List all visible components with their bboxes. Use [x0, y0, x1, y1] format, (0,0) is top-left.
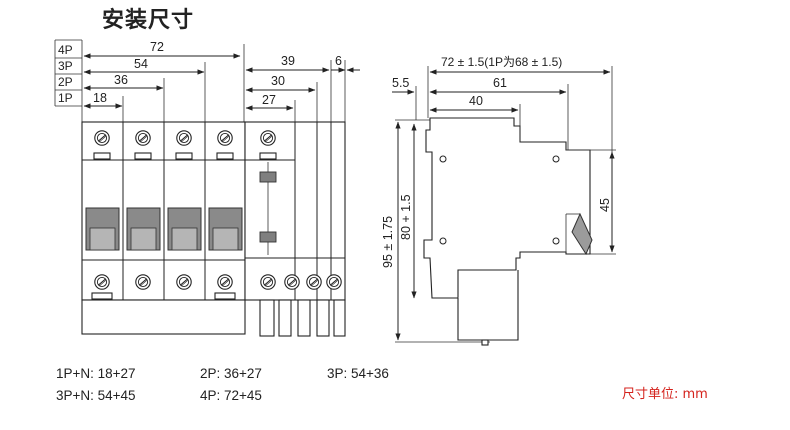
label-2p: 2P	[58, 75, 73, 89]
side-profile	[423, 117, 593, 346]
combo-2p: 2P: 36+27	[200, 366, 262, 381]
dim-offset-5-5: 5.5	[392, 76, 409, 90]
combo-1p-n: 1P+N: 18+27	[56, 366, 136, 381]
combo-3p: 3P: 54+36	[327, 366, 389, 381]
dim-neutral-39: 39	[281, 54, 295, 68]
label-1p: 1P	[58, 91, 73, 105]
label-4p: 4P	[58, 43, 73, 57]
label-3p: 3P	[58, 59, 73, 73]
dim-4p-width: 72	[150, 40, 164, 54]
dim-depth-total: 72 ± 1.5(1P为68 ± 1.5)	[441, 55, 562, 69]
unit-note: 尺寸单位: mm	[622, 387, 708, 402]
handle-pole-4	[208, 207, 243, 251]
front-view: 4P 3P 2P 1P 72 54 36 18 39 6 30 27	[54, 39, 360, 337]
pole-label-table: 4P 3P 2P 1P	[54, 39, 83, 122]
dim-height-80: 80 + 1.5	[399, 194, 413, 240]
side-view: 72 ± 1.5(1P为68 ± 1.5) 61 40 5.5 95 ± 1.7…	[381, 55, 616, 346]
dim-2p-width: 36	[114, 73, 128, 87]
dim-height-45: 45	[598, 198, 612, 212]
handle-pole-1	[85, 207, 120, 251]
dim-depth-40: 40	[469, 94, 483, 108]
neutral-module	[244, 121, 346, 337]
handle-pole-2	[126, 207, 161, 251]
dim-neutral-30: 30	[271, 74, 285, 88]
dim-neutral-27: 27	[262, 93, 276, 107]
dim-depth-61: 61	[493, 76, 507, 90]
dim-1p-width: 18	[93, 91, 107, 105]
page-title: 安装尺寸	[102, 8, 195, 33]
handle-pole-3	[167, 207, 202, 251]
breaker-body	[81, 121, 246, 335]
dim-neutral-6: 6	[335, 54, 342, 68]
dim-3p-width: 54	[134, 57, 148, 71]
combo-4p: 4P: 72+45	[200, 388, 262, 403]
combo-3p-n: 3P+N: 54+45	[56, 388, 136, 403]
dim-height-95: 95 ± 1.75	[381, 216, 395, 268]
